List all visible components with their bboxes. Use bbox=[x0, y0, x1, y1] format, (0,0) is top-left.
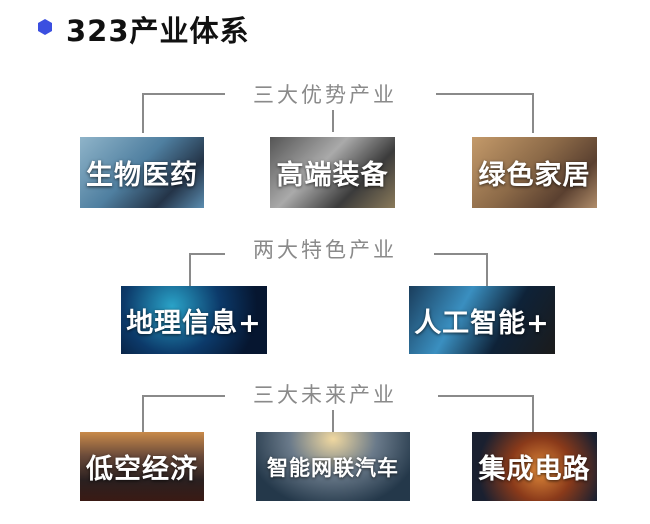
group-label-future: 三大未来产业 bbox=[225, 379, 425, 409]
hexagon-bullet-icon bbox=[38, 19, 52, 35]
connector-line bbox=[434, 253, 488, 288]
connector-line bbox=[438, 395, 534, 434]
connector-line bbox=[332, 110, 334, 132]
connector-line bbox=[436, 93, 534, 133]
industry-card-green-home: 绿色家居 bbox=[472, 137, 597, 208]
connector-line bbox=[332, 410, 334, 432]
connector-line bbox=[189, 253, 243, 288]
industry-card-high-end-equipment: 高端装备 bbox=[270, 137, 395, 208]
industry-card-intelligent-connected-vehicles: 智能网联汽车 bbox=[256, 432, 410, 501]
industry-card-biomedicine: 生物医药 bbox=[80, 137, 204, 208]
connector-line bbox=[142, 93, 244, 133]
connector-line bbox=[142, 395, 244, 434]
industry-card-geoinformation: 地理信息+ bbox=[121, 286, 267, 354]
group-label-featured: 两大特色产业 bbox=[225, 234, 425, 264]
group-label-advantage: 三大优势产业 bbox=[225, 79, 425, 109]
industry-card-low-altitude-economy: 低空经济 bbox=[80, 432, 204, 501]
industry-card-integrated-circuits: 集成电路 bbox=[472, 432, 597, 501]
page-title: 323产业体系 bbox=[66, 14, 250, 48]
industry-card-artificial-intelligence: 人工智能+ bbox=[409, 286, 555, 354]
